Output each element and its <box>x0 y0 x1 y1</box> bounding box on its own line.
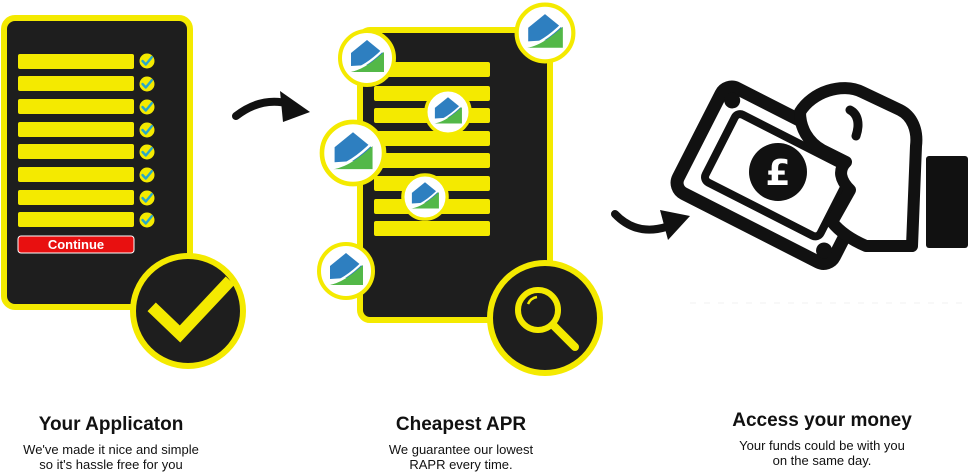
checkmark-icon <box>137 120 157 140</box>
form-field-icon <box>18 212 134 227</box>
checkmark-icon <box>137 188 157 208</box>
hand-with-banknote-icon: £ <box>670 80 968 270</box>
continue-button-label: Continue <box>48 237 104 252</box>
form-field-icon <box>18 122 134 137</box>
step-1-description-line-1: We've made it nice and simple <box>23 442 199 457</box>
checkmark-icon <box>137 210 157 230</box>
checkmark-icon <box>137 51 157 71</box>
application-form-panel: Continue <box>1 15 193 310</box>
step-1-caption: Your Applicaton We've made it nice and s… <box>6 414 216 472</box>
form-field-icon <box>18 190 134 205</box>
curved-arrow-icon <box>611 210 690 240</box>
pound-sign-icon: £ <box>749 143 807 201</box>
form-field-icon <box>18 54 134 69</box>
big-check-icon <box>130 253 246 369</box>
checkmark-icon <box>137 97 157 117</box>
magnifier-icon <box>487 260 603 376</box>
step-2-description-line-2: RAPR every time. <box>409 457 513 472</box>
step-1-title: Your Applicaton <box>38 414 184 435</box>
checkmark-icon <box>137 165 157 185</box>
svg-text:£: £ <box>765 153 790 194</box>
step-3-title: Access your money <box>732 410 912 431</box>
house-logo-icon <box>401 173 449 221</box>
checkmark-icon <box>137 142 157 162</box>
form-field-icon <box>18 99 134 114</box>
curved-arrow-icon <box>232 91 310 122</box>
step-3-description-line-1: Your funds could be with you <box>739 438 905 453</box>
house-logo-icon <box>322 122 384 184</box>
apr-document-panel <box>357 27 553 323</box>
house-logo-icon <box>338 29 396 87</box>
form-field-icon <box>18 144 134 159</box>
step-2-title: Cheapest APR <box>395 414 527 435</box>
step-3-description-line-2: on the same day. <box>772 453 872 468</box>
continue-button: Continue <box>17 235 135 254</box>
form-field-icon <box>18 76 134 91</box>
sleeve-cuff <box>926 156 968 248</box>
house-logo-icon <box>517 5 574 62</box>
form-fields <box>18 54 134 227</box>
house-logo-icon <box>317 242 375 300</box>
step-2-description-line-1: We guarantee our lowest <box>388 442 534 457</box>
step-1-description-line-2: so it's hassle free for you <box>39 457 183 472</box>
form-field-icon <box>18 167 134 182</box>
step-2-caption: Cheapest APR We guarantee our lowest RAP… <box>356 414 566 472</box>
house-logo-icon <box>424 88 472 136</box>
step-3-caption: Access your money Your funds could be wi… <box>704 410 940 468</box>
checkmark-icon <box>137 74 157 94</box>
